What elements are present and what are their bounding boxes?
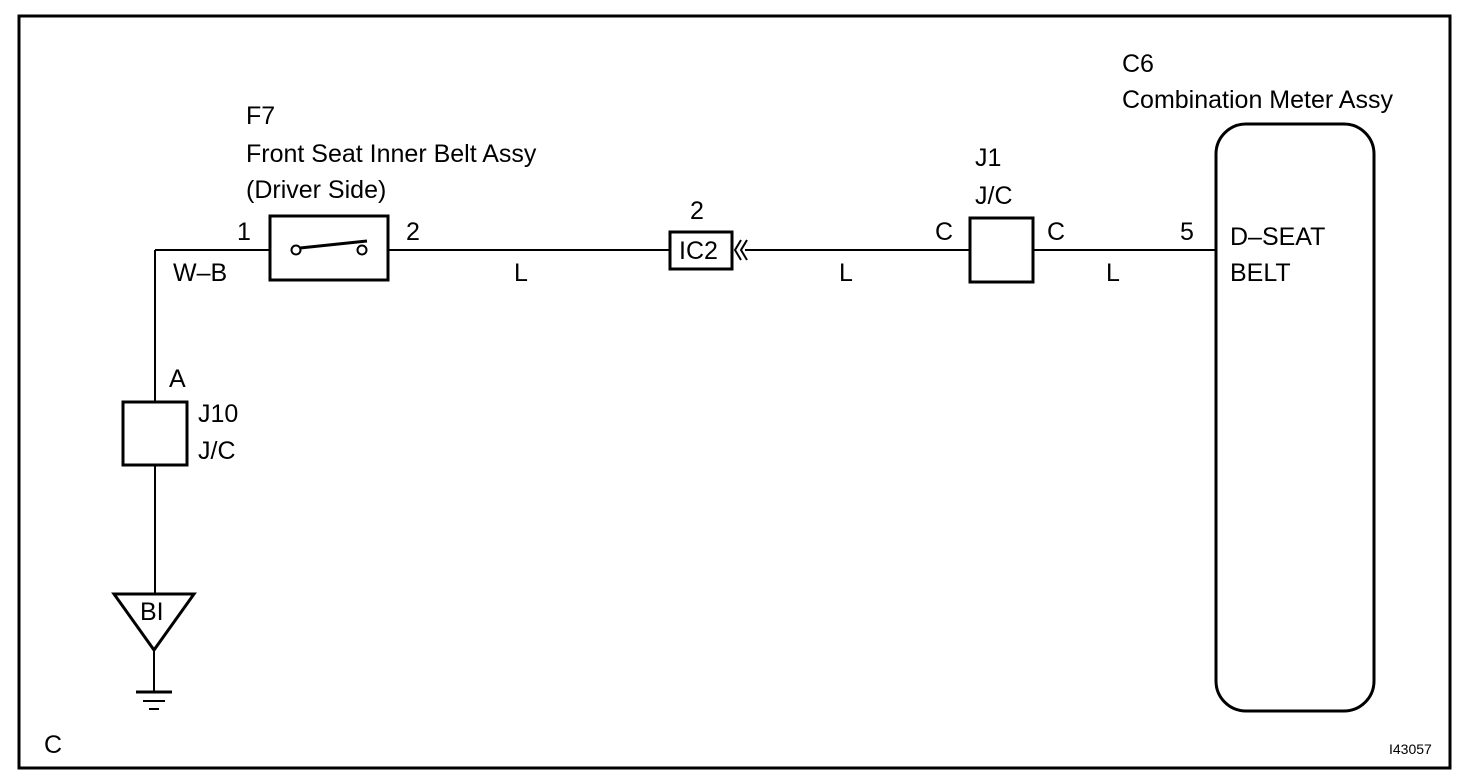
wire-label-l-2: L: [839, 259, 853, 287]
switch-f7-pin-right: 2: [406, 218, 420, 246]
switch-f7-box: [268, 214, 390, 282]
junction-j10-pin: A: [169, 365, 186, 393]
connector-ic2-pin: 2: [690, 197, 704, 225]
meter-c6-box: [1214, 122, 1376, 713]
switch-f7-code: F7: [246, 102, 275, 130]
meter-c6-name: Combination Meter Assy: [1122, 86, 1393, 114]
frame-corner-label: C: [44, 731, 62, 759]
switch-contact-right: [356, 244, 368, 256]
meter-c6-signal-line1: D–SEAT: [1230, 223, 1325, 251]
switch-arm: [299, 239, 368, 250]
switch-contact-left: [290, 244, 302, 256]
ground-point-label: BI: [140, 598, 164, 626]
junction-j1-box: [968, 216, 1035, 284]
figure-id: I43057: [1389, 741, 1432, 757]
junction-j1-pin-right: C: [1047, 218, 1065, 246]
connector-ic2-label: IC2: [679, 237, 718, 265]
connector-ic2-box: [668, 230, 734, 271]
junction-j10-type: J/C: [198, 437, 236, 465]
switch-f7-pin-left: 1: [237, 218, 251, 246]
connector-ic2-arrow-2: [739, 239, 748, 261]
switch-f7-side: (Driver Side): [246, 176, 386, 204]
wire-label-l-3: L: [1106, 259, 1120, 287]
diagram-frame: [17, 14, 1452, 770]
junction-j10-box: [121, 400, 189, 467]
switch-f7-name: Front Seat Inner Belt Assy: [246, 140, 537, 168]
meter-c6-pin: 5: [1180, 218, 1194, 246]
ground-point-triangle: [111, 592, 197, 653]
connector-ic2-arrow-1: [733, 239, 742, 261]
junction-j1-type: J/C: [975, 182, 1013, 210]
wire-label-l-1: L: [514, 259, 528, 287]
meter-c6-code: C6: [1122, 50, 1154, 78]
meter-c6-signal-line2: BELT: [1230, 259, 1291, 287]
junction-j1-pin-left: C: [935, 218, 953, 246]
junction-j1-code: J1: [975, 144, 1001, 172]
wire-label-w-b: W–B: [173, 259, 227, 287]
junction-j10-code: J10: [198, 400, 238, 428]
